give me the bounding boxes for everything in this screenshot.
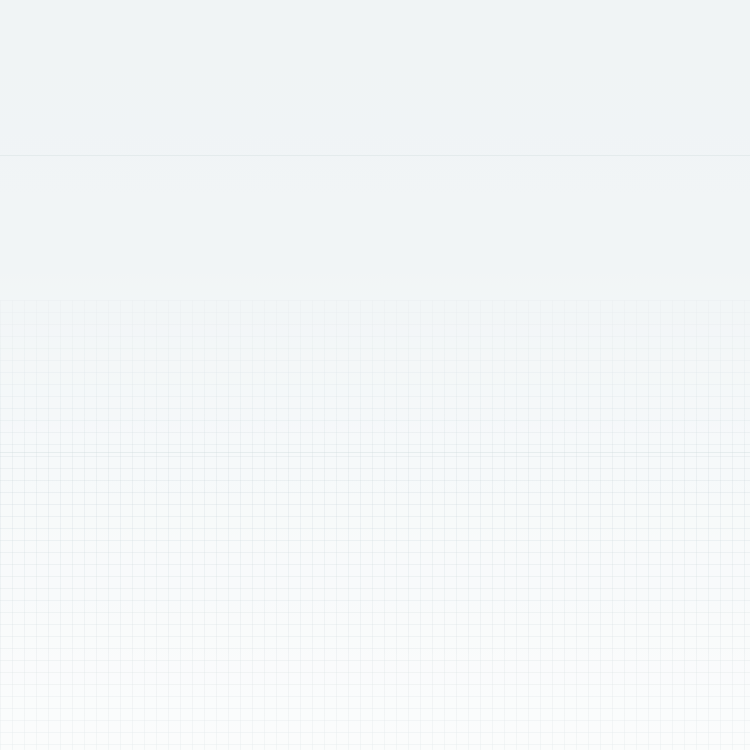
background-grid xyxy=(0,300,750,750)
divider xyxy=(0,452,750,453)
divider xyxy=(0,155,750,156)
